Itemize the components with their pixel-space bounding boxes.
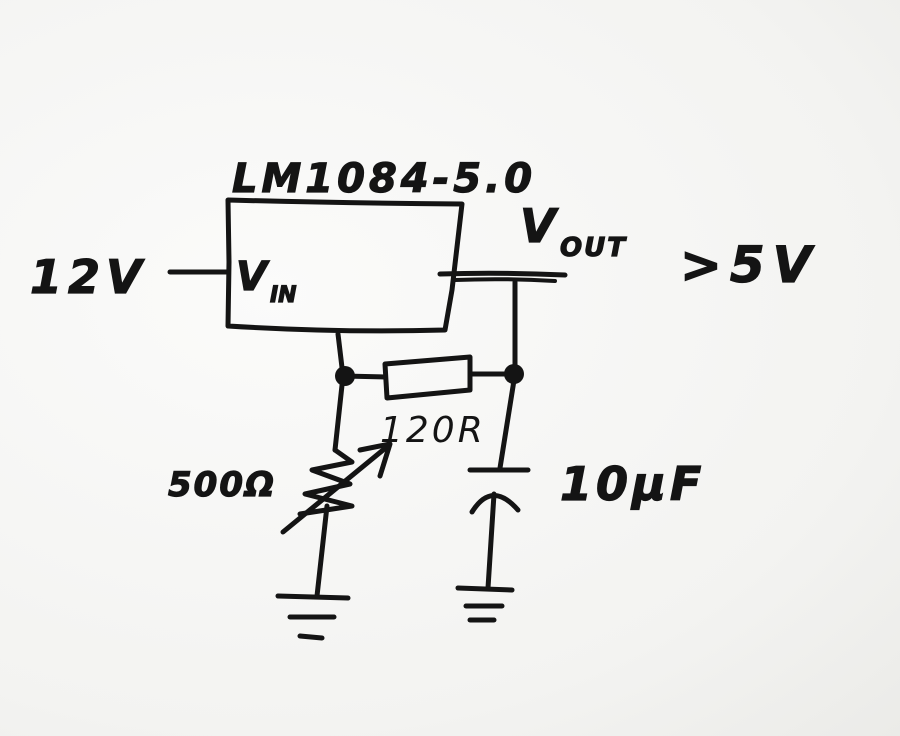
ground-symbol-right [455,585,515,623]
resistor-value-label: 120R [380,410,486,451]
adj-node [335,366,355,386]
output-wire [437,270,568,278]
adj-wire [332,331,346,453]
input-voltage-label: 12V [30,250,148,304]
potentiometer-500 [297,447,355,517]
vin-pin-label: V [236,254,270,300]
output-wire-overdraw [453,277,557,283]
pot-lower-lead [314,503,330,599]
vout-subscript: OUT [560,233,627,263]
ic-part-label: LM1084-5.0 [232,156,536,202]
capacitor-value-label: 10µF [560,457,705,511]
capacitor-lower-lead [485,491,497,591]
pot-arrow-head [357,441,393,479]
pot-value-label: 500Ω [168,465,276,505]
vout-node [504,364,524,384]
vin-pin-subscript: IN [270,283,297,308]
resistor-120r [382,354,473,401]
pot-adjust-arrow [280,443,391,535]
output-voltage-label: >5V [680,236,819,294]
regulator-box [225,197,465,334]
vout-label: V [520,199,559,253]
ground-symbol-left [275,593,351,641]
